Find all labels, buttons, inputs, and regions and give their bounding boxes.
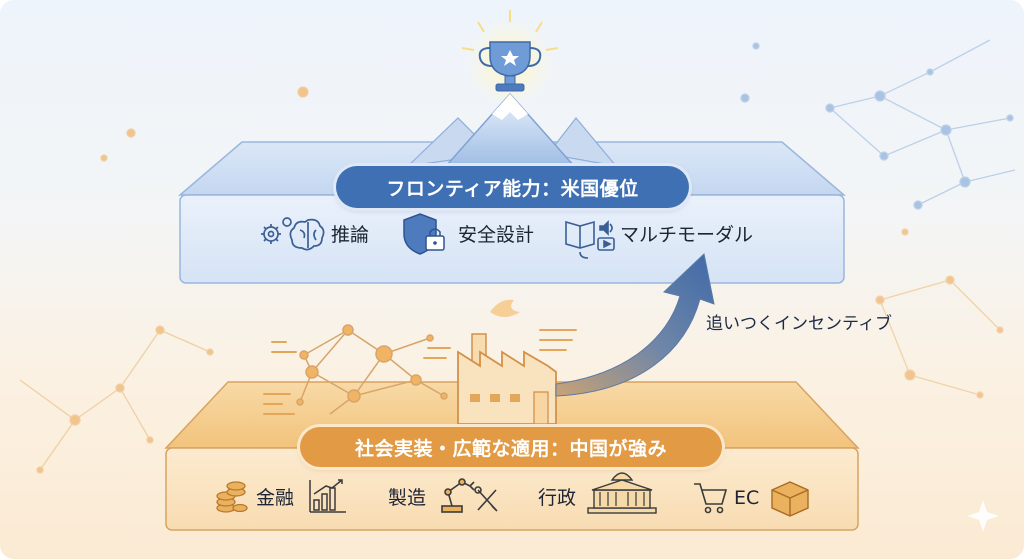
cart-box-icon xyxy=(694,481,809,517)
network-background-right xyxy=(740,39,1016,210)
frontier-title-badge: フロンティア能力：米国優位 xyxy=(336,166,689,208)
network-background-left xyxy=(19,86,309,474)
network-graph xyxy=(296,324,448,415)
catch-up-arrow[interactable] xyxy=(555,253,715,397)
sparkle-icon xyxy=(967,500,999,532)
frontier-item-reasoning-label: 推論 xyxy=(331,224,370,246)
frontier-item-multimodal-label: マルチモーダル xyxy=(620,224,754,246)
coins-chart-icon xyxy=(216,479,346,513)
deployment-item-finance-label: 金融 xyxy=(256,487,295,509)
shield-lock-icon xyxy=(403,213,445,255)
frontier-item-safety-label: 安全設計 xyxy=(458,224,535,246)
data-stream-lines xyxy=(263,329,577,415)
mountain-icon xyxy=(406,92,618,167)
deployment-item-ec-label: EC xyxy=(734,487,760,509)
gear-brain-icon xyxy=(261,217,325,251)
robot-arm-tools-icon xyxy=(441,478,498,513)
catch-up-arrow-label: 追いつくインセンティブ xyxy=(706,314,892,334)
network-background-lower-right xyxy=(875,228,1004,399)
deployment-item-government-label: 行政 xyxy=(538,487,577,509)
book-sound-video-icon xyxy=(565,220,615,259)
government-building-icon xyxy=(587,462,657,514)
trophy-icon xyxy=(461,10,559,106)
deployment-item-manufacturing-label: 製造 xyxy=(388,487,427,509)
factory-icon xyxy=(457,299,557,425)
deployment-title-badge: 社会実装・広範な適用：中国が強み xyxy=(300,427,722,467)
